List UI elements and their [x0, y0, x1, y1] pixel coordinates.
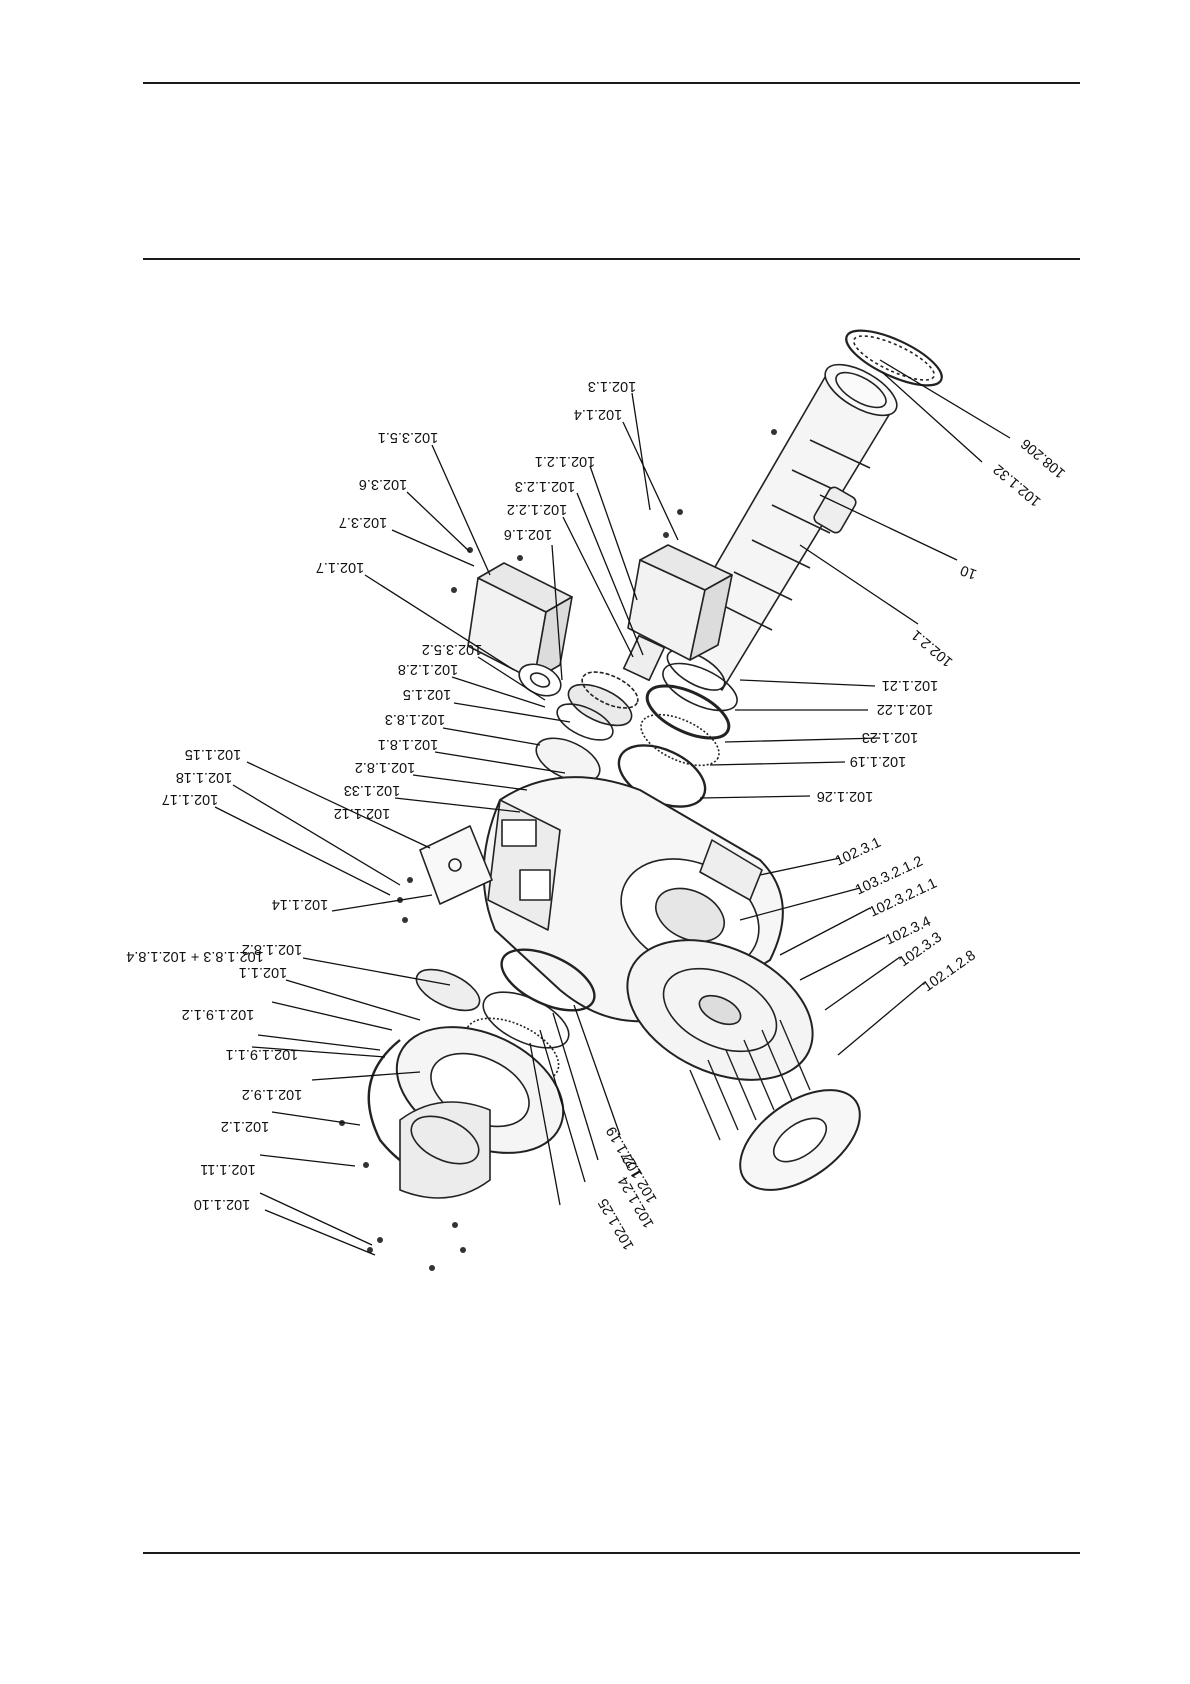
- label-102-3-1: 102.3.1: [833, 835, 884, 870]
- label-102-3-6: 102.3.6: [359, 476, 407, 492]
- label-102-1-18: 102.1.18: [176, 769, 232, 785]
- label-102-1-2: 102.1.2: [221, 1118, 269, 1134]
- label-102-1-11: 102.1.11: [200, 1161, 255, 1177]
- label-102-1-9-1-1: 102.1.9.1.1: [226, 1046, 299, 1062]
- label-102-1-26: 102.1.26: [817, 788, 873, 804]
- assembly-drawing: [339, 329, 943, 1271]
- header-rule-bottom: [143, 258, 1080, 260]
- label-102-1-9-1-2: 102.1.9.1.2: [182, 1006, 255, 1022]
- label-102-1-8-2-top: 102.1.8.2: [355, 759, 415, 775]
- label-108-206: 108.206: [1018, 435, 1068, 481]
- label-102-1-5-top: 102.1.5: [403, 686, 451, 702]
- label-102-1-4: 102.1.4: [574, 406, 622, 422]
- label-102-1-12: 102.1.12: [334, 805, 390, 821]
- label-102-1-2-8: 102.1.2.8: [920, 947, 979, 995]
- bottom-cover-plate: [739, 1089, 861, 1191]
- label-102-1-32: 102.1.32: [991, 461, 1045, 510]
- bolt-set: [689, 1019, 811, 1141]
- label-102-1-8-3-plus-102-1-8-4: 102.1.8.3 + 102.1.8.4: [126, 948, 263, 964]
- large-flange: [626, 939, 814, 1081]
- label-102-1-15: 102.1.15: [185, 746, 241, 762]
- motor-right: [622, 544, 733, 682]
- loose-screws: [339, 429, 777, 1271]
- footer-rule: [143, 1552, 1080, 1554]
- label-102-1-2-8-top: 102.1.2.8: [398, 661, 458, 677]
- label-102-1-8-2: 102.1.8.2: [242, 941, 302, 957]
- label-102-1-17: 102.1.17: [162, 791, 218, 807]
- small-plate: [415, 968, 481, 1012]
- label-102-1-33: 102.1.33: [344, 782, 400, 798]
- label-102-1-8-3: 102.1.8.3: [385, 711, 445, 727]
- label-102-1-21: 102.1.21: [882, 677, 938, 693]
- label-102-3-7: 102.3.7: [339, 514, 387, 530]
- label-102-1-10: 102.1.10: [194, 1196, 250, 1212]
- label-102-1-2-2: 102.1.2.2: [507, 501, 567, 517]
- label-102-1-3: 102.1.3: [588, 378, 636, 394]
- label-102-1-23: 102.1.23: [862, 729, 918, 745]
- label-102-3-5-1: 102.3.5.1: [378, 429, 438, 445]
- label-102-1-2-1: 102.1.2.1: [535, 453, 595, 469]
- seal-rings-right: [617, 662, 738, 808]
- leader-lines: [214, 359, 1011, 1256]
- label-102-1-1: 102.1.1: [239, 964, 287, 980]
- label-102-2-1: 102.2.1: [909, 626, 956, 669]
- label-10: 10: [958, 561, 979, 582]
- label-102-1-8-1: 102.1.8.1: [378, 736, 438, 752]
- label-102-1-2-3: 102.1.2.3: [515, 478, 575, 494]
- label-102-1-6: 102.1.6: [504, 526, 552, 542]
- cover-plate-small: [419, 825, 493, 905]
- header-rule-top: [143, 82, 1080, 84]
- wrist-bracket: [487, 799, 561, 931]
- label-102-1-14: 102.1.14: [272, 896, 328, 912]
- bottom-housing: [399, 1101, 491, 1199]
- label-102-1-22: 102.1.22: [877, 701, 933, 717]
- motor-left: [467, 562, 573, 697]
- bearing-ring-top: [845, 329, 943, 387]
- label-102-3-5-2: 102.3.5.2: [422, 641, 482, 657]
- label-102-1-9-2: 102.1.9.2: [242, 1086, 302, 1102]
- label-102-1-7: 102.1.7: [316, 559, 364, 575]
- label-102-1-19: 102.1.19: [850, 753, 906, 769]
